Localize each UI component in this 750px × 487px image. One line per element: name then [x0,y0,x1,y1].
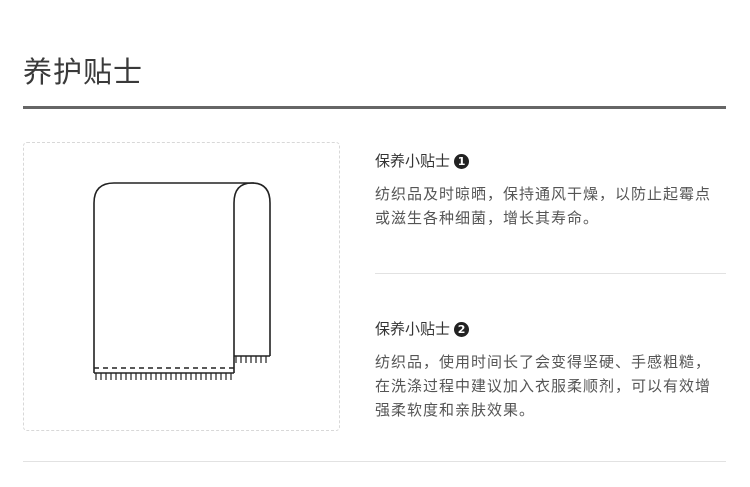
towel-icon [93,182,271,380]
tip-number-badge: 1 [454,153,470,169]
bottom-divider [23,461,726,462]
tip-title: 保养小贴士 2 [375,318,725,340]
tip-divider [375,273,726,274]
care-tip-1: 保养小贴士 1 纺织品及时晾晒，保持通风干燥，以防止起霉点或滋生各种细菌，增长其… [375,150,725,230]
tip-body: 纺织品及时晾晒，保持通风干燥，以防止起霉点或滋生各种细菌，增长其寿命。 [375,185,712,227]
section-title: 养护贴士 [23,55,144,89]
tip-title-label: 保养小贴士 [375,320,451,338]
tip-title-label: 保养小贴士 [375,152,451,170]
tip-body: 纺织品，使用时间长了会变得坚硬、手感粗糙，在洗涤过程中建议加入衣服柔顺剂，可以有… [375,353,712,419]
tip-title: 保养小贴士 1 [375,150,725,172]
illustration-panel [23,142,340,431]
care-tip-2: 保养小贴士 2 纺织品，使用时间长了会变得坚硬、手感粗糙，在洗涤过程中建议加入衣… [375,318,725,422]
title-divider [23,106,726,109]
tip-number-badge: 2 [454,321,470,337]
